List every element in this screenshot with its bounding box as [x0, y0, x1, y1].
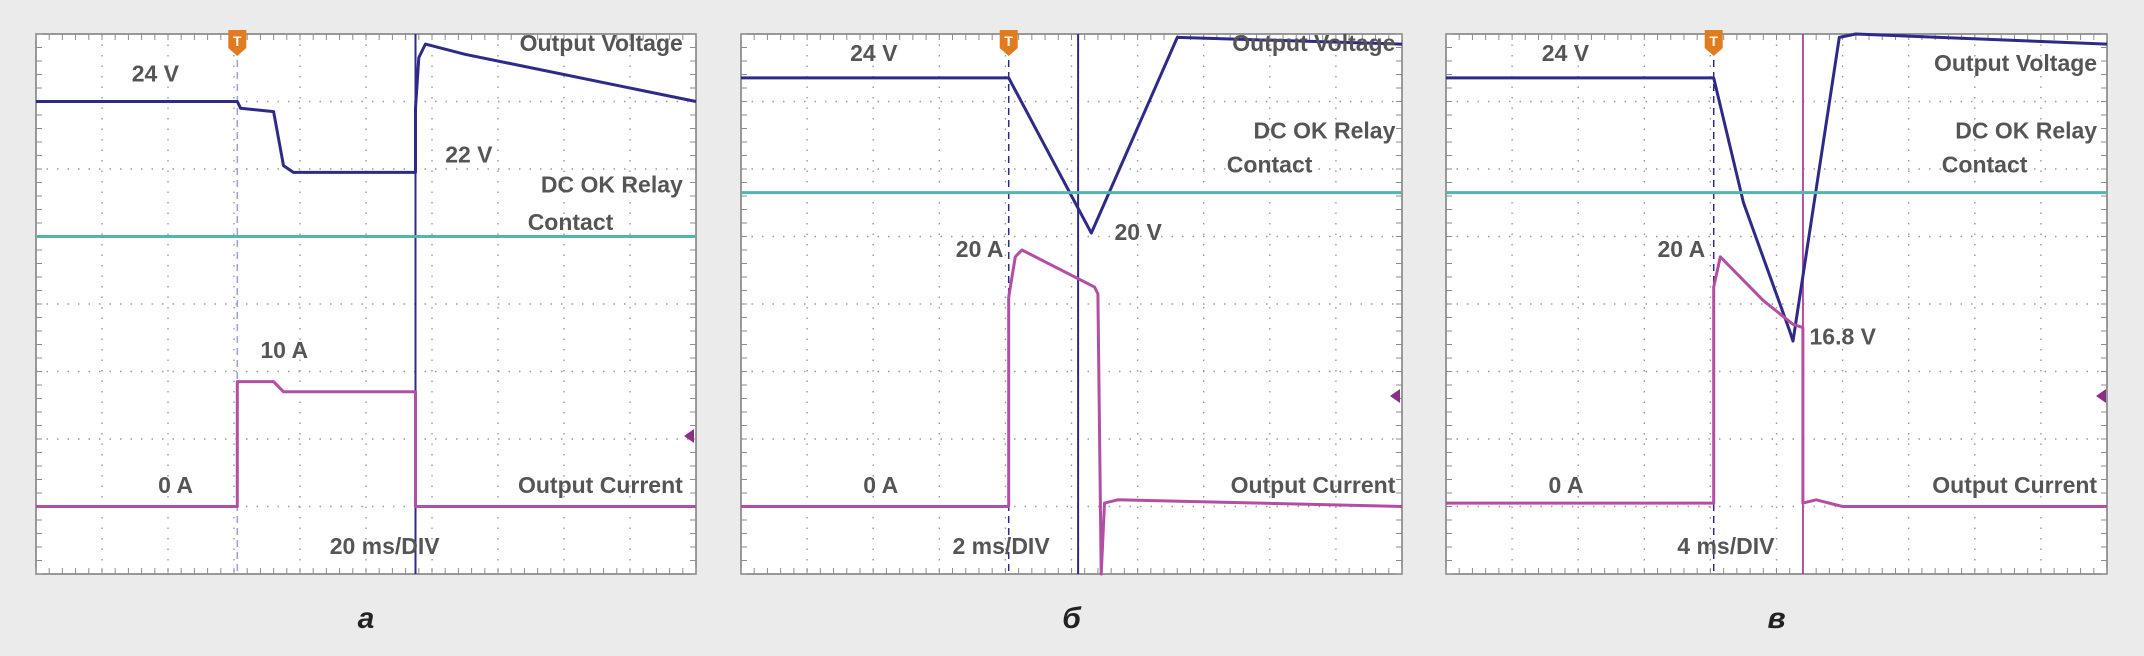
panel-1-label-24-v: 24 V — [132, 60, 180, 86]
panel-3-trigger-badge — [1704, 30, 1723, 56]
panel-3-label-24-v: 24 V — [1542, 40, 1590, 66]
panel-1-level-marker-icon — [684, 429, 694, 443]
panel-1-label-22-v: 22 V — [445, 141, 493, 167]
panel-3-label-0-a: 0 A — [1549, 472, 1584, 498]
panel-2-trigger-glyph: T — [1004, 33, 1013, 49]
panel-1-label-contact: Contact — [528, 209, 614, 235]
panel-1-caption: а — [358, 602, 375, 635]
panel-1-label-10-a: 10 A — [260, 337, 308, 363]
panel-1-scope: T 24 V 22 V Output Voltage DC OK RelayContac… — [35, 30, 697, 635]
panel-3-label-dc-ok-relay: DC OK Relay — [1955, 118, 2097, 144]
panel-1-series-output-voltage — [36, 42, 697, 174]
panel-2-trigger-icon: T — [999, 30, 1018, 56]
panel-3-trigger-icon: T — [1704, 30, 1723, 56]
panel-1-trigger-badge — [228, 30, 247, 56]
panel-2-caption: б — [1062, 602, 1082, 635]
panel-2-label-output-current: Output Current — [1231, 472, 1396, 498]
panel-3-label-4-ms-div: 4 ms/DIV — [1677, 533, 1775, 559]
panel-1-series-output-current — [36, 380, 696, 508]
panel-3-series-output-current — [1446, 255, 2107, 508]
panel-3-ticks — [1445, 33, 2108, 575]
panel-1-label-dc-ok-relay: DC OK Relay — [541, 172, 683, 198]
panel-2-label-2-ms-div: 2 ms/DIV — [953, 533, 1051, 559]
panel-3-level-marker-icon — [2096, 389, 2106, 403]
panel-2-series-output-current — [741, 248, 1403, 576]
panel-3-label-output-voltage: Output Voltage — [1934, 50, 2097, 76]
panel-2-series-output-voltage — [741, 35, 1403, 235]
panel-2-level-marker-icon — [1390, 389, 1400, 403]
panel-2-label-contact: Contact — [1227, 151, 1313, 177]
panel-3-label-16-8-v: 16.8 V — [1810, 324, 1877, 350]
panel-2-ticks — [740, 33, 1403, 575]
panel-1-label-0-a: 0 A — [158, 472, 193, 498]
panel-1-trigger-glyph: T — [233, 33, 242, 49]
panel-2-label-24-v: 24 V — [850, 40, 898, 66]
panel-3-label-contact: Contact — [1942, 151, 2028, 177]
panel-2-screen — [740, 33, 1403, 575]
panel-1-label-output-voltage: Output Voltage — [520, 30, 683, 56]
panel-2-label-dc-ok-relay: DC OK Relay — [1254, 118, 1396, 144]
panel-2-label-20-a: 20 A — [956, 236, 1004, 262]
panel-3-label-20-a: 20 A — [1658, 236, 1706, 262]
panel-3-trigger-glyph: T — [1709, 33, 1718, 49]
panel-2-label-0-a: 0 A — [863, 472, 898, 498]
panel-1-label-20-ms-div: 20 ms/DIV — [330, 533, 441, 559]
panel-1-screen — [35, 33, 697, 575]
panel-3-label-output-current: Output Current — [1932, 472, 2097, 498]
panel-3-series-output-voltage — [1446, 32, 2108, 343]
panel-2-label-20-v: 20 V — [1115, 219, 1163, 245]
panel-3-caption: в — [1767, 602, 1785, 635]
panel-2-trigger-badge — [999, 30, 1018, 56]
panel-1-label-output-current: Output Current — [518, 472, 683, 498]
panel-1-trigger-icon: T — [228, 30, 247, 56]
panel-2-label-output-voltage: Output Voltage — [1232, 30, 1395, 56]
